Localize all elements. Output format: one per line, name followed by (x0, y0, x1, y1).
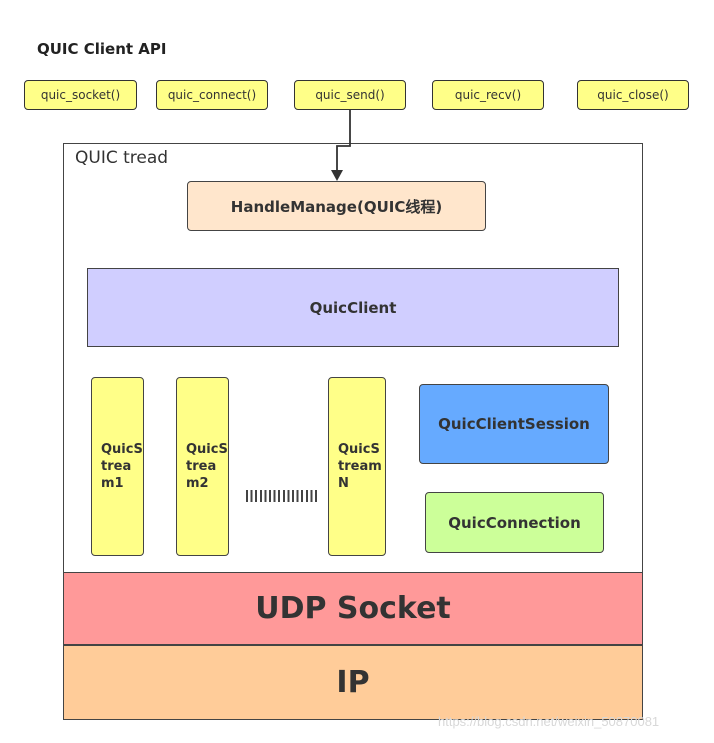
quic-thread-label: QUIC tread (75, 148, 169, 168)
quic-stream-1: QuicStream1 (91, 377, 144, 556)
ip-layer: IP (63, 645, 643, 720)
quic-client-box: QuicClient (87, 268, 619, 347)
quic-stream-n-label: QuicStreamN (338, 442, 382, 491)
api-quic-socket: quic_socket() (24, 80, 137, 110)
quic-connection-box: QuicConnection (425, 492, 604, 553)
quic-stream-n: QuicStreamN (328, 377, 386, 556)
quic-stream-1-label: QuicStream1 (101, 442, 143, 491)
api-quic-close: quic_close() (577, 80, 689, 110)
api-quic-recv: quic_recv() (432, 80, 544, 110)
api-quic-send: quic_send() (294, 80, 406, 110)
api-title: QUIC Client API (37, 40, 167, 58)
quic-client-session-box: QuicClientSession (419, 384, 609, 464)
watermark: https://blog.csdn.net/weixin_50870081 (438, 714, 660, 729)
quic-stream-2: QuicStream2 (176, 377, 229, 556)
stream-ellipsis (246, 490, 318, 502)
udp-socket-layer: UDP Socket (63, 572, 643, 645)
api-quic-connect: quic_connect() (156, 80, 268, 110)
quic-stream-2-label: QuicStream2 (186, 442, 228, 491)
handle-manage-box: HandleManage(QUIC线程) (187, 181, 486, 231)
